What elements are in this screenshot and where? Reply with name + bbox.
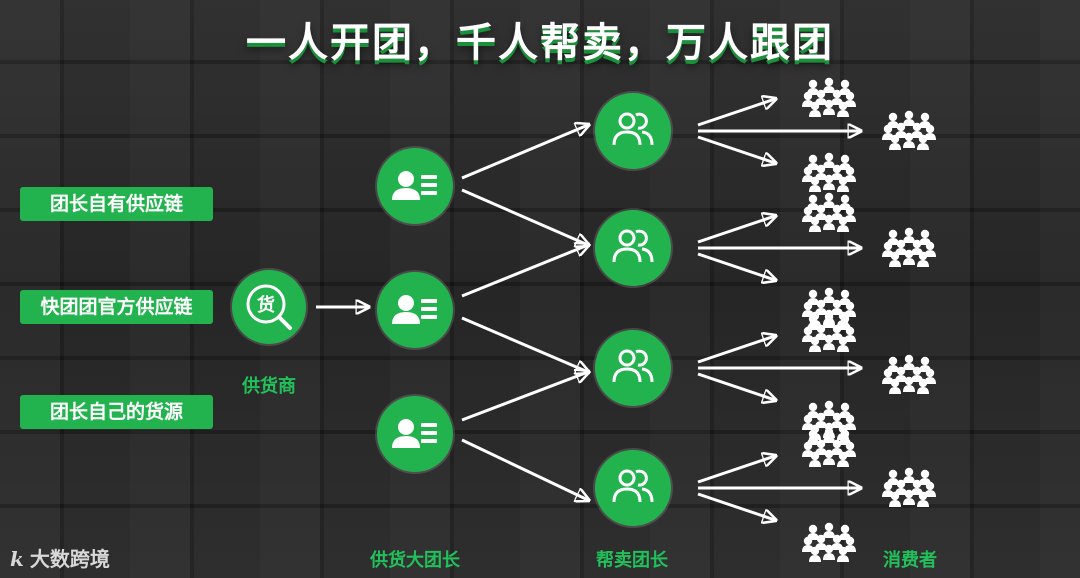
flow-arrow <box>461 125 588 180</box>
person-list-icon <box>392 295 437 324</box>
page-title: 一人开团，千人帮卖，万人跟团 <box>246 20 834 66</box>
flow-arrow <box>697 216 775 244</box>
distributor-node-2 <box>377 272 453 348</box>
flow-arrow <box>461 438 588 500</box>
flow-arrow <box>461 188 588 245</box>
column-label-consumer: 消费者 <box>883 550 937 571</box>
person-list-icon <box>392 171 437 200</box>
helper-node-4 <box>595 450 671 526</box>
person-list-icon <box>392 419 437 448</box>
distributor-node-1 <box>377 148 453 224</box>
source-tag-own-goods: 团长自己的货源 <box>20 395 213 429</box>
flow-arrow <box>461 245 588 298</box>
flow-arrow <box>697 252 775 280</box>
helper-node-2 <box>595 210 671 286</box>
watermark-logo-icon: k <box>10 547 24 571</box>
crowd-icon <box>800 425 858 473</box>
watermark-text: 大数跨境 <box>29 547 110 571</box>
crowd-icon <box>880 108 938 156</box>
crowd-icon <box>880 465 938 513</box>
column-label-distributor: 供货大团长 <box>370 550 460 571</box>
flow-arrow <box>697 336 775 364</box>
crowd-icon <box>800 150 858 198</box>
source-tag-official-supply-chain: 快团团官方供应链 <box>20 290 213 324</box>
source-tag-own-supply-chain: 团长自有供应链 <box>20 187 213 221</box>
goods-search-icon: 货 <box>246 284 292 330</box>
flow-arrow <box>461 316 588 372</box>
group-icon <box>612 229 654 263</box>
helper-node-3 <box>595 330 671 406</box>
crowd-icon <box>800 190 858 238</box>
flow-arrow <box>461 372 588 422</box>
supplier-icon-char: 货 <box>257 294 275 316</box>
supplier-node: 货 <box>232 270 306 344</box>
supplier-label: 供货商 <box>242 376 296 397</box>
crowd-icon <box>880 225 938 273</box>
distributor-node-3 <box>377 396 453 472</box>
group-icon <box>612 112 654 146</box>
crowd-icon <box>800 75 858 123</box>
flow-arrow <box>697 372 775 400</box>
group-icon <box>612 469 654 503</box>
flow-arrow <box>697 99 775 127</box>
crowd-icon <box>800 520 858 568</box>
flow-arrow <box>697 492 775 520</box>
column-label-helper: 帮卖团长 <box>596 550 668 571</box>
crowd-icon <box>880 352 938 400</box>
helper-node-1 <box>595 93 671 169</box>
flow-arrow <box>697 456 775 484</box>
crowd-icon <box>800 310 858 358</box>
flow-arrow <box>697 135 775 163</box>
group-icon <box>612 349 654 383</box>
